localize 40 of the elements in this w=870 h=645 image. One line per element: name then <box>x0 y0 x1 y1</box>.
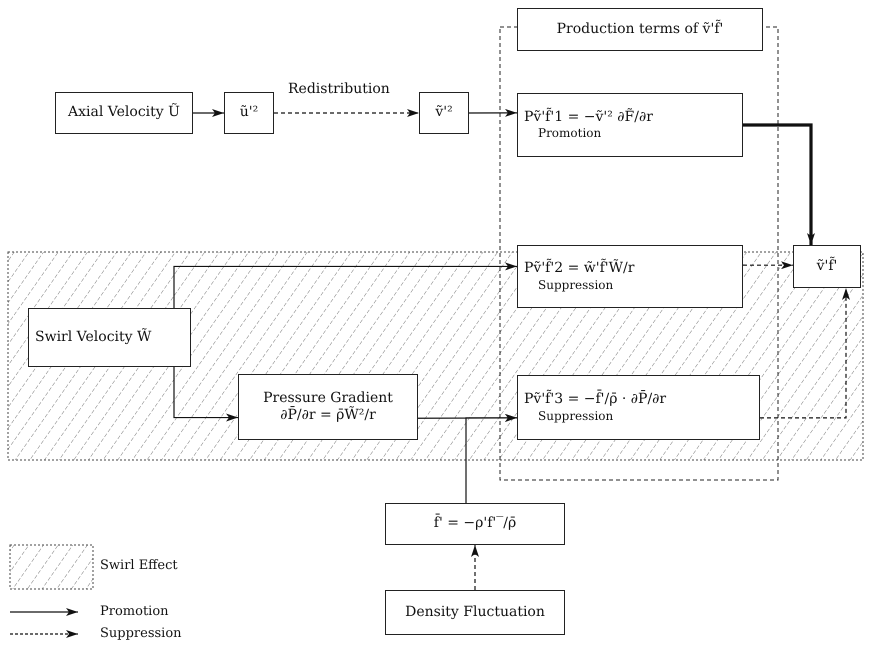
legend-text: Swirl Effect <box>100 558 178 573</box>
arrow <box>469 108 517 117</box>
box-text: ṽ'f̃' <box>816 258 838 276</box>
process-box <box>55 92 193 134</box>
process-box <box>224 92 274 134</box>
process-box <box>238 374 418 440</box>
process-box <box>419 92 469 134</box>
box-text: Density Fluctuation <box>405 604 545 622</box>
box-text: ṽ'² <box>435 104 453 122</box>
effect-text: Suppression <box>537 408 614 424</box>
box-text: Pressure Gradient <box>263 390 393 406</box>
process-box <box>517 93 743 157</box>
process-box <box>793 245 861 288</box>
legend-text: Suppression <box>100 626 182 641</box>
box-text: ũ'² <box>240 104 258 122</box>
process-box <box>385 590 565 635</box>
box-text: Production terms of ṽ'f̃' <box>556 20 724 38</box>
heading-box <box>517 8 763 51</box>
box-text: Pṽ'f̃'2 = w̃'f̃'W̃/r <box>524 260 636 278</box>
effect-text: Promotion <box>537 126 602 142</box>
formula-text: ∂P̄/∂r = ρ̄W̃²/r <box>280 407 376 424</box>
box-text: Axial Velocity Ũ <box>68 104 180 122</box>
arrow <box>173 367 238 422</box>
edge-label: Redistribution <box>288 81 390 97</box>
legend-text: Promotion <box>100 604 169 619</box>
arrow <box>193 109 224 117</box>
arrow <box>471 545 479 590</box>
arrow <box>465 414 517 503</box>
box-text: Pṽ'f̃'3 = −f̄'/ρ̄ · ∂P̄/∂r <box>524 391 668 409</box>
process-box <box>385 503 565 545</box>
effect-text: Suppression <box>537 278 614 293</box>
box-text: f̄' = −ρ'f'‾/ρ̄ <box>434 515 516 533</box>
process-box <box>517 245 743 308</box>
process-box <box>517 375 760 440</box>
arrow <box>274 109 419 117</box>
arrow <box>173 262 517 308</box>
box-text: Swirl Velocity W̃ <box>35 328 152 346</box>
box-text: Pṽ'f̃'1 = −ṽ'² ∂F̃/∂r <box>524 108 654 126</box>
arrow <box>743 123 815 245</box>
process-box <box>28 308 191 367</box>
